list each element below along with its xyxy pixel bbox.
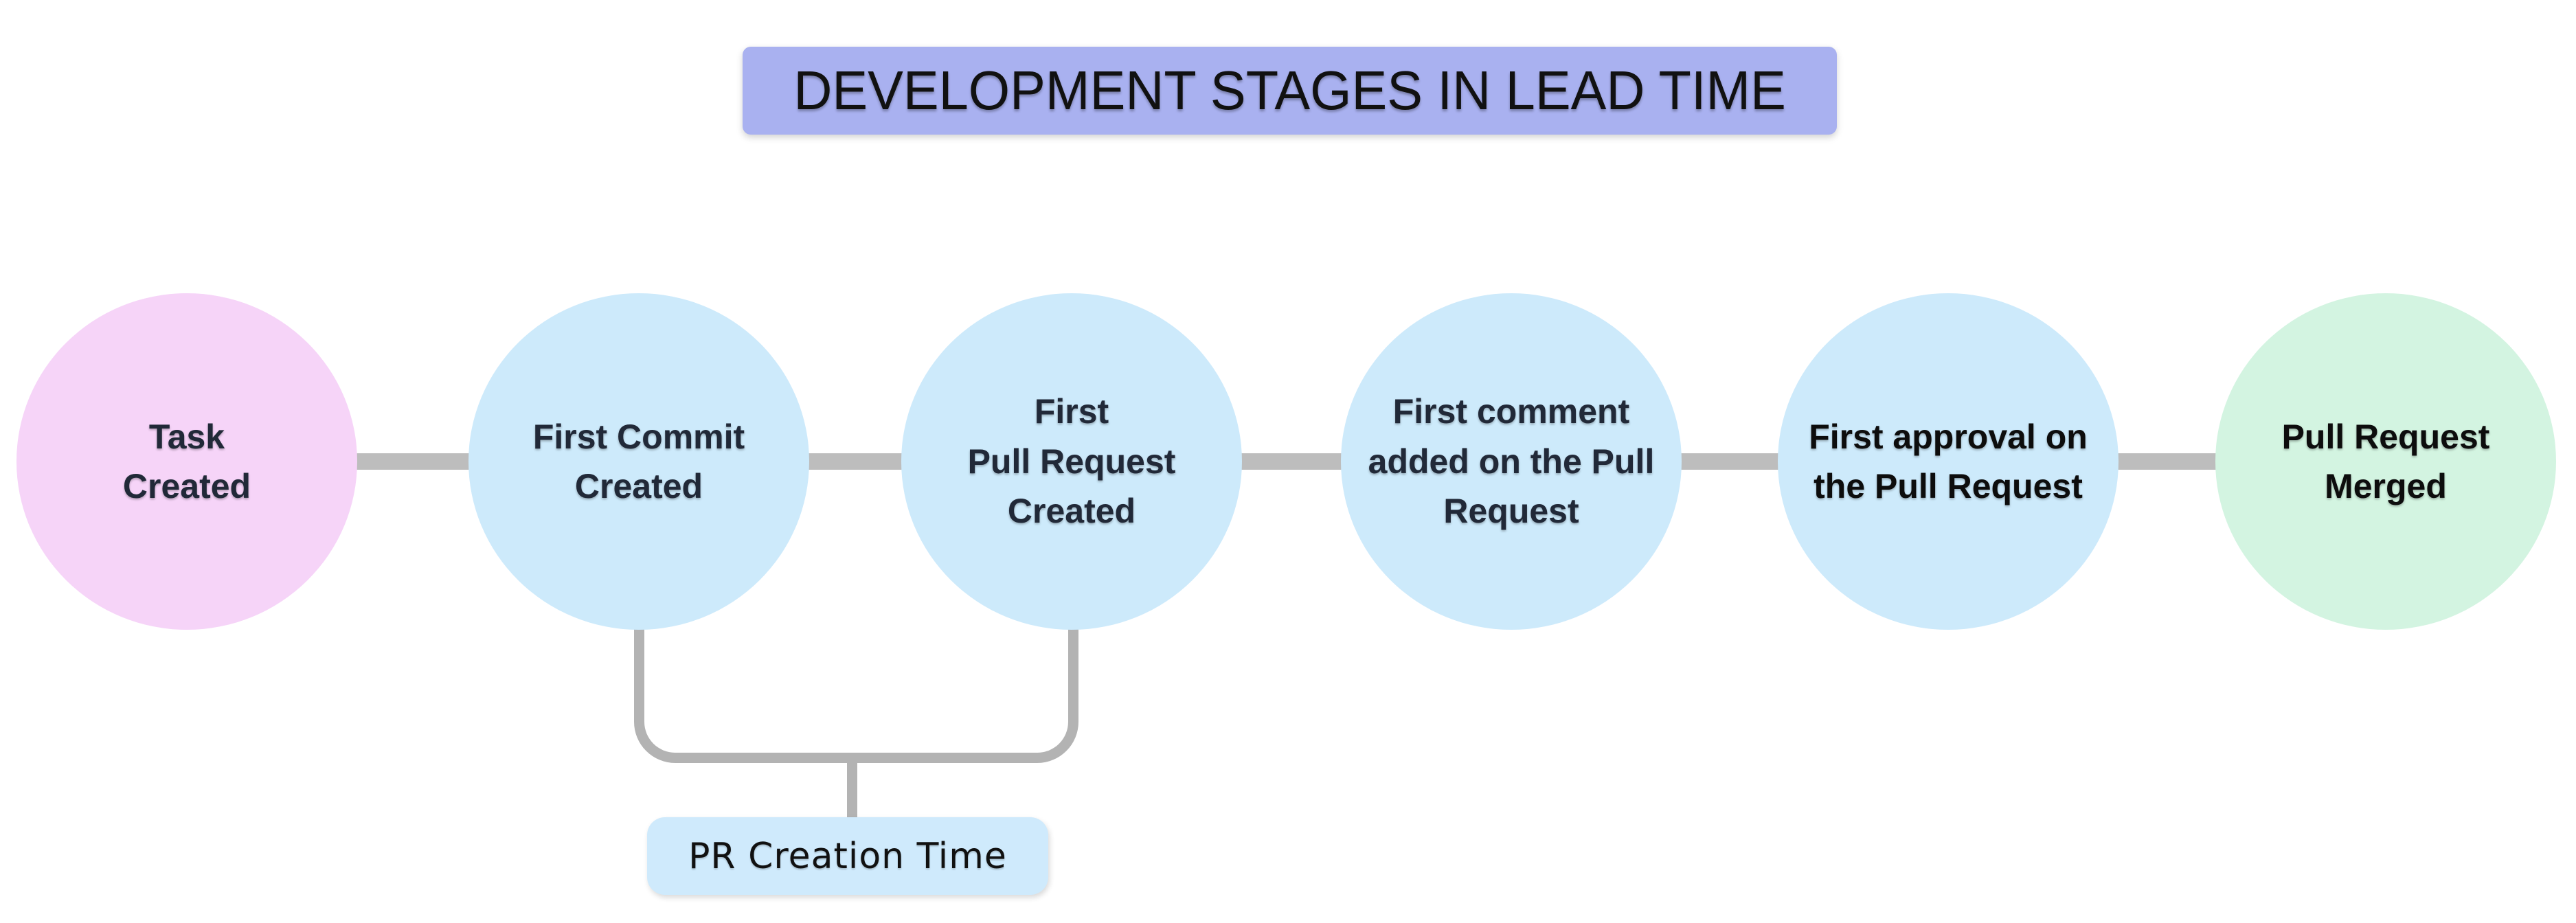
stage-label: First Commit Created [532,417,745,506]
stage-circle-pull-request-merged: Pull Request Merged [2215,293,2556,630]
stage-circle-first-commit-created: First Commit Created [468,293,809,630]
stage-label: Pull Request Merged [2281,417,2490,506]
stage-circle-first-pull-request-created: First Pull Request Created [901,293,1242,630]
stage-label: First approval on the Pull Request [1809,417,2088,506]
stage-label: First Pull Request Created [967,392,1176,531]
title-banner: DEVELOPMENT STAGES IN LEAD TIME [743,47,1837,135]
pr-creation-time-label: PR Creation Time [647,817,1048,895]
stage-circle-task-created: Task Created [16,293,357,630]
pr-creation-time-bracket [634,622,1078,763]
pr-creation-time-label-text: PR Creation Time [688,835,1007,877]
page-title: DEVELOPMENT STAGES IN LEAD TIME [793,60,1786,121]
stage-circle-first-approval: First approval on the Pull Request [1778,293,2119,630]
pr-creation-time-bracket-stem [847,759,857,821]
stage-label: Task Created [122,417,251,506]
stage-label: First comment added on the Pull Request [1368,392,1655,531]
stage-circle-first-comment-added: First comment added on the Pull Request [1341,293,1682,630]
